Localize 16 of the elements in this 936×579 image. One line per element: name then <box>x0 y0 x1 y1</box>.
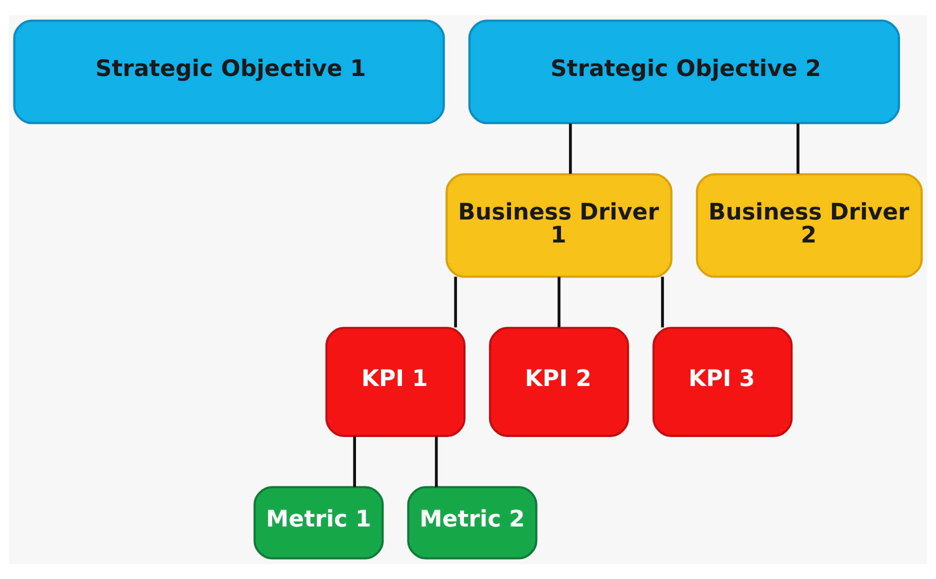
node-box: KPI 2 <box>488 326 630 438</box>
connector <box>661 276 664 328</box>
node-box: Business Driver 2 <box>696 173 923 278</box>
connector <box>568 123 572 174</box>
node-box: KPI 3 <box>652 326 793 438</box>
node-box: Strategic Objective 2 <box>468 20 900 124</box>
node-box: Metric 2 <box>407 486 538 560</box>
node-box: KPI 1 <box>325 326 466 438</box>
node-box: Business Driver 1 <box>446 173 672 278</box>
connector <box>558 276 560 328</box>
node-box: Metric 1 <box>254 486 384 560</box>
connector <box>454 276 457 328</box>
connector <box>353 436 356 488</box>
connector <box>434 436 438 488</box>
node-box: Strategic Objective 1 <box>13 20 445 124</box>
connector <box>796 123 800 174</box>
